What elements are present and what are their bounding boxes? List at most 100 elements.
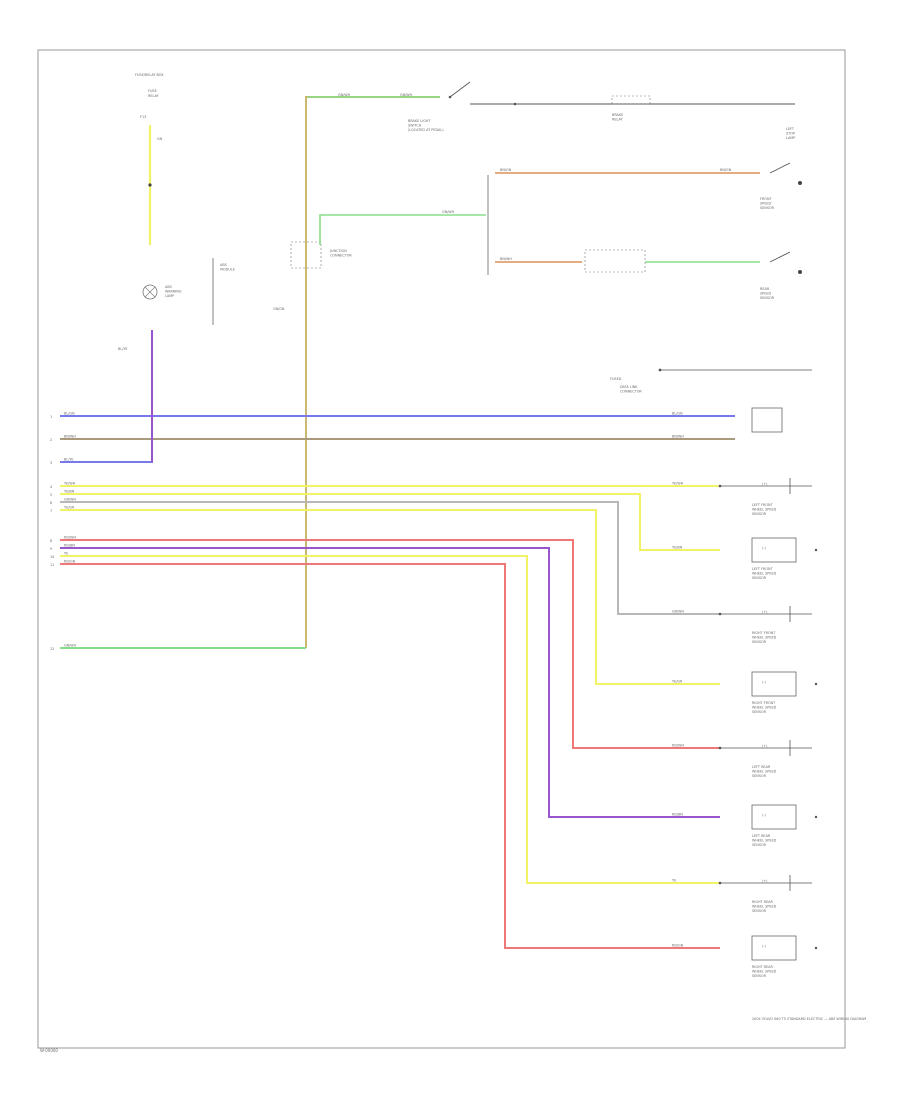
wire-pin-1: 1 [50,415,52,419]
fuse-line-1: FUSE [148,89,157,93]
sensor-connector-icon [751,537,797,563]
wire-pin-2: 2 [50,438,52,442]
wire-right-label-8: RD/WH [672,744,684,748]
sensor-pin [814,946,818,950]
diagram-frame [37,49,846,1049]
data-link-connector [751,407,783,433]
wire-label-6: GR/WH [64,498,76,502]
sensor-node [718,612,722,616]
wire-right-label-5: YE/BN [672,546,683,550]
wire-pin-12: 12 [50,647,54,651]
bus-wire [305,96,440,648]
wire-label-10: YE [64,552,68,556]
wire-label-2: BN/WH [64,435,76,439]
sensor-connector [584,249,646,273]
sensor-pin [814,682,818,686]
lamp-icon [142,284,158,300]
sensor-node [718,881,722,885]
wire-right-label-7: YE/GR [672,680,683,684]
sensor-pin [814,548,818,552]
wire-right-label-1: BL/GN [672,412,683,416]
bus-wire-label-1: GN/WH [338,93,351,97]
fuse-box-title: FUSE/RELAY BOX [135,73,164,77]
brake-switch-pivot [448,95,452,99]
sensor-connector-icon [751,935,797,961]
sensor-tag: (-) [762,813,767,817]
bus-wire-label-2: GN/WH [400,93,413,97]
sensor-top-wire-label-right: BN/GN [720,168,732,172]
sensor-top-wire-label: BN/GN [500,168,512,172]
switch-top-right [769,162,791,174]
wire-8 [60,539,720,749]
sensor-tag: (+) [762,482,768,486]
wire-label-8: RD/WH [64,536,76,540]
sensor-node [718,746,722,750]
wire-label-7: YE/GR [64,506,75,510]
wire-right-label-2: BN/WH [672,435,684,439]
sensor-pin [814,815,818,819]
footer-note: 2004 VOLVO S60 T5 STANDARD ELECTRIC — AB… [752,1017,866,1021]
wire-pin-6: 6 [50,501,52,505]
wire-label-5: YE/BN [64,490,75,494]
fuse-wire: GN [157,137,163,141]
wire-5 [60,493,720,551]
sensor-tag: (+) [762,610,768,614]
wire-right-label-10: YE [672,879,676,883]
wire-pin-11: 11 [50,563,54,567]
wire-right-label-6: GR/WH [672,610,684,614]
sensor-tag: (+) [762,879,768,883]
wire-pin-9: 9 [50,547,52,551]
switch-bottom-right-node [798,270,802,274]
bus-wire-vertical-label: GN/GN [273,307,285,311]
data-link-node [658,368,662,372]
wire-3 [60,330,153,463]
wire-10 [60,555,720,884]
wire-label-3: BL/YE [64,458,74,462]
switch-top-right-node [798,181,802,185]
lamp-wire: BL/YE [118,347,128,351]
switch-bottom-right [769,251,791,263]
sensor-tag: (+) [762,744,768,748]
junction-green-wire [319,214,486,245]
wire-label-9: RD/BN [64,544,75,548]
fused-label: FUSED [610,377,622,381]
wire-right-label-11: RD/GN [672,944,684,948]
wire-7 [60,509,720,685]
wire-pin-3: 3 [50,461,52,465]
lamp-x-2 [144,286,156,298]
wire-right-label-9: RD/BN [672,813,683,817]
wire-pin-10: 10 [50,555,54,559]
wire-label-1: BL/GN [64,412,75,416]
relay-box [611,95,651,105]
fuse-id: F13 [140,115,146,119]
top-wire-node [513,102,517,106]
sensor-bottom-wire-label: BN/WH [500,257,512,261]
